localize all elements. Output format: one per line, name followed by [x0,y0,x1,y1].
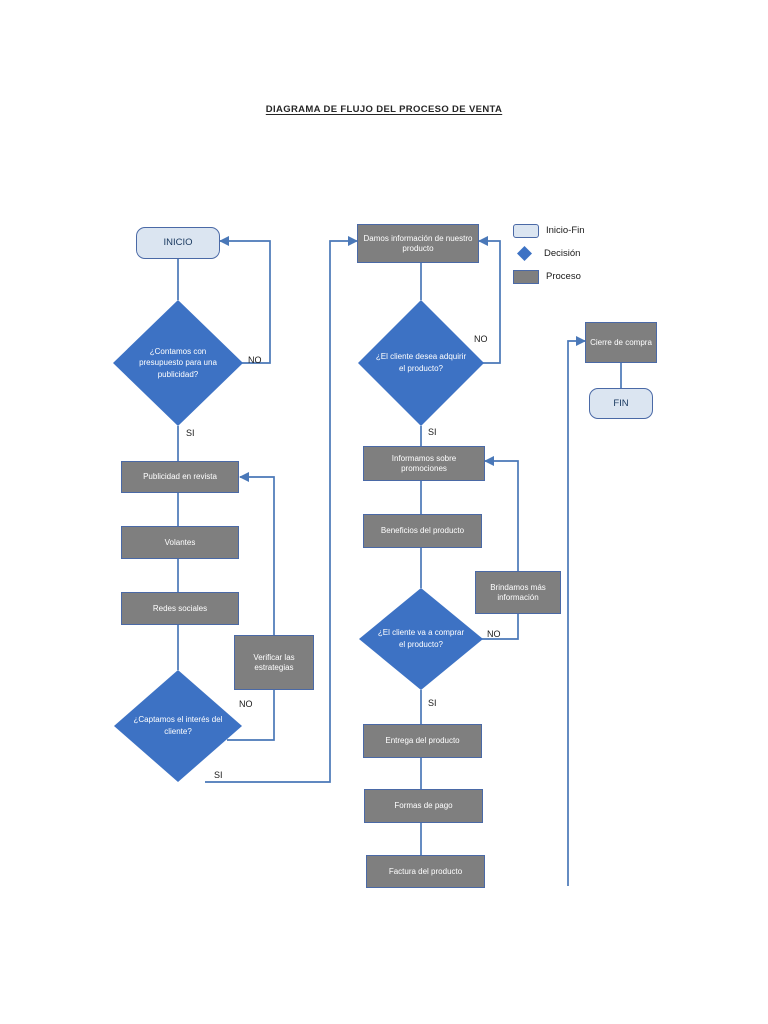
edge-label-desea-adquirir-si: SI [428,427,437,437]
node-informamos-promociones[interactable]: Informamos sobre promociones [363,446,485,481]
edge-label-presupuesto-si: SI [186,428,195,438]
node-label: ¿Contamos con presupuesto para una publi… [139,346,217,379]
node-entrega-producto[interactable]: Entrega del producto [363,724,482,758]
node-label: ¿El cliente va a comprar el producto? [377,628,465,649]
edge-label-va-comprar-si: SI [428,698,437,708]
node-label: FIN [613,397,629,409]
process-shape-icon [513,269,539,284]
legend-item-proceso: Proceso [513,265,613,288]
node-label: Cierre de compra [590,337,652,347]
edge-label-captamos-no: NO [239,699,253,709]
node-label: Damos información de nuestro producto [363,233,473,253]
edge-label-captamos-si: SI [214,770,223,780]
node-fin[interactable]: FIN [589,388,653,419]
node-label: Beneficios del producto [380,526,465,535]
node-inicio[interactable]: INICIO [136,227,220,259]
edge-label-presupuesto-no: NO [248,355,262,365]
node-decision-desea-adquirir[interactable]: ¿El cliente desea adquirir el producto? [358,300,484,426]
node-label: INICIO [163,237,193,249]
node-formas-pago[interactable]: Formas de pago [364,789,483,823]
node-label: Publicidad en revista [143,472,217,481]
legend-item-decision: Decisión [513,242,613,265]
legend-item-label: Decisión [544,248,581,259]
node-decision-captamos[interactable]: ¿Captamos el interés del cliente? [114,670,242,782]
node-label: Verificar las estrategias [253,652,295,672]
node-redes-sociales[interactable]: Redes sociales [121,592,239,625]
node-beneficios-producto[interactable]: Beneficios del producto [363,514,482,548]
node-damos-informacion[interactable]: Damos información de nuestro producto [357,224,479,263]
terminator-shape-icon [513,223,539,238]
edge-label-desea-adquirir-no: NO [474,334,488,344]
node-verificar-estrategias[interactable]: Verificar las estrategias [234,635,314,690]
node-brindamos-informacion[interactable]: Brindamos más información [475,571,561,614]
legend-item-inicio-fin: Inicio-Fin [513,219,613,242]
node-label: Entrega del producto [385,736,460,745]
node-label: Formas de pago [394,801,453,810]
node-volantes[interactable]: Volantes [121,526,239,559]
node-publicidad-revista[interactable]: Publicidad en revista [121,461,239,493]
legend-item-label: Inicio-Fin [546,225,585,236]
node-cierre-compra[interactable]: Cierre de compra [585,322,657,363]
node-label: ¿El cliente desea adquirir el producto? [375,352,467,373]
node-label: Volantes [164,537,196,547]
node-label: Brindamos más información [490,582,546,602]
node-label: Factura del producto [388,866,463,876]
legend: Inicio-Fin Decisión Proceso [513,219,613,288]
legend-item-label: Proceso [546,271,581,282]
page-title: DIAGRAMA DE FLUJO DEL PROCESO DE VENTA [265,104,503,115]
node-decision-presupuesto[interactable]: ¿Contamos con presupuesto para una publi… [113,300,243,426]
node-factura-producto[interactable]: Factura del producto [366,855,485,888]
edge-label-va-comprar-no: NO [487,629,501,639]
node-decision-va-comprar[interactable]: ¿El cliente va a comprar el producto? [359,588,483,690]
node-label: Informamos sobre promociones [391,453,457,473]
diamond-shape-icon [517,246,532,261]
node-label: ¿Captamos el interés del cliente? [133,715,223,736]
node-label: Redes sociales [152,603,208,613]
